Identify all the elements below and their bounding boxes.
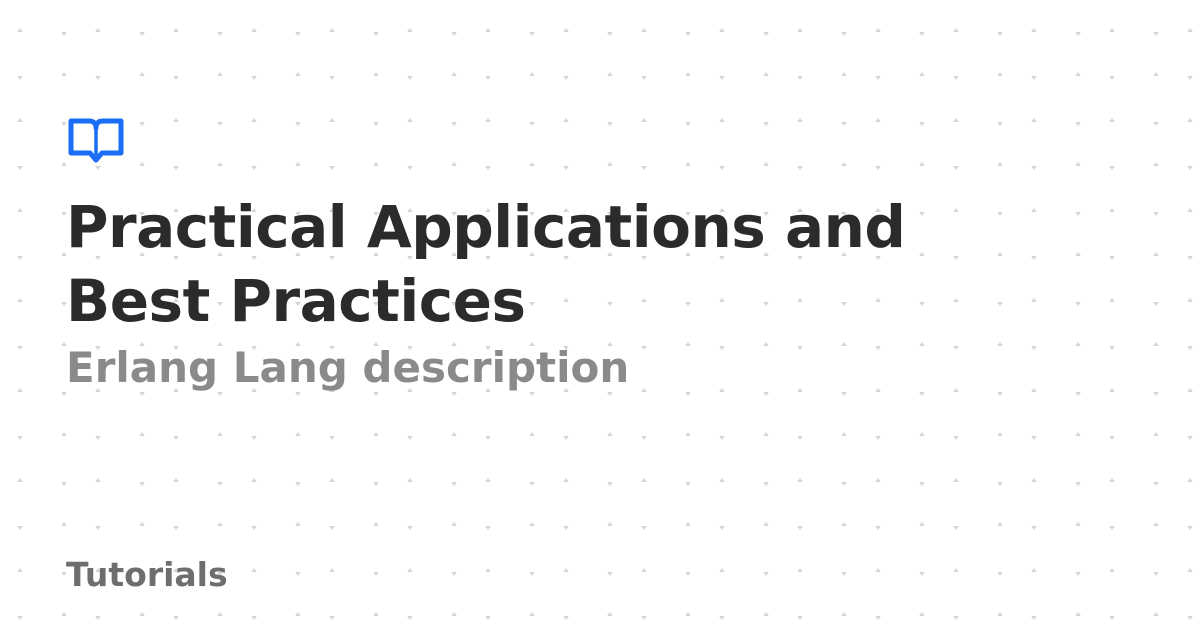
category-label: Tutorials — [66, 555, 228, 594]
card-content: Practical Applications and Best Practice… — [66, 118, 1146, 396]
page-title: Practical Applications and Best Practice… — [66, 193, 906, 335]
open-book-icon — [68, 118, 124, 163]
logo-shape — [68, 118, 124, 163]
page-subtitle: Erlang Lang description — [66, 343, 630, 392]
